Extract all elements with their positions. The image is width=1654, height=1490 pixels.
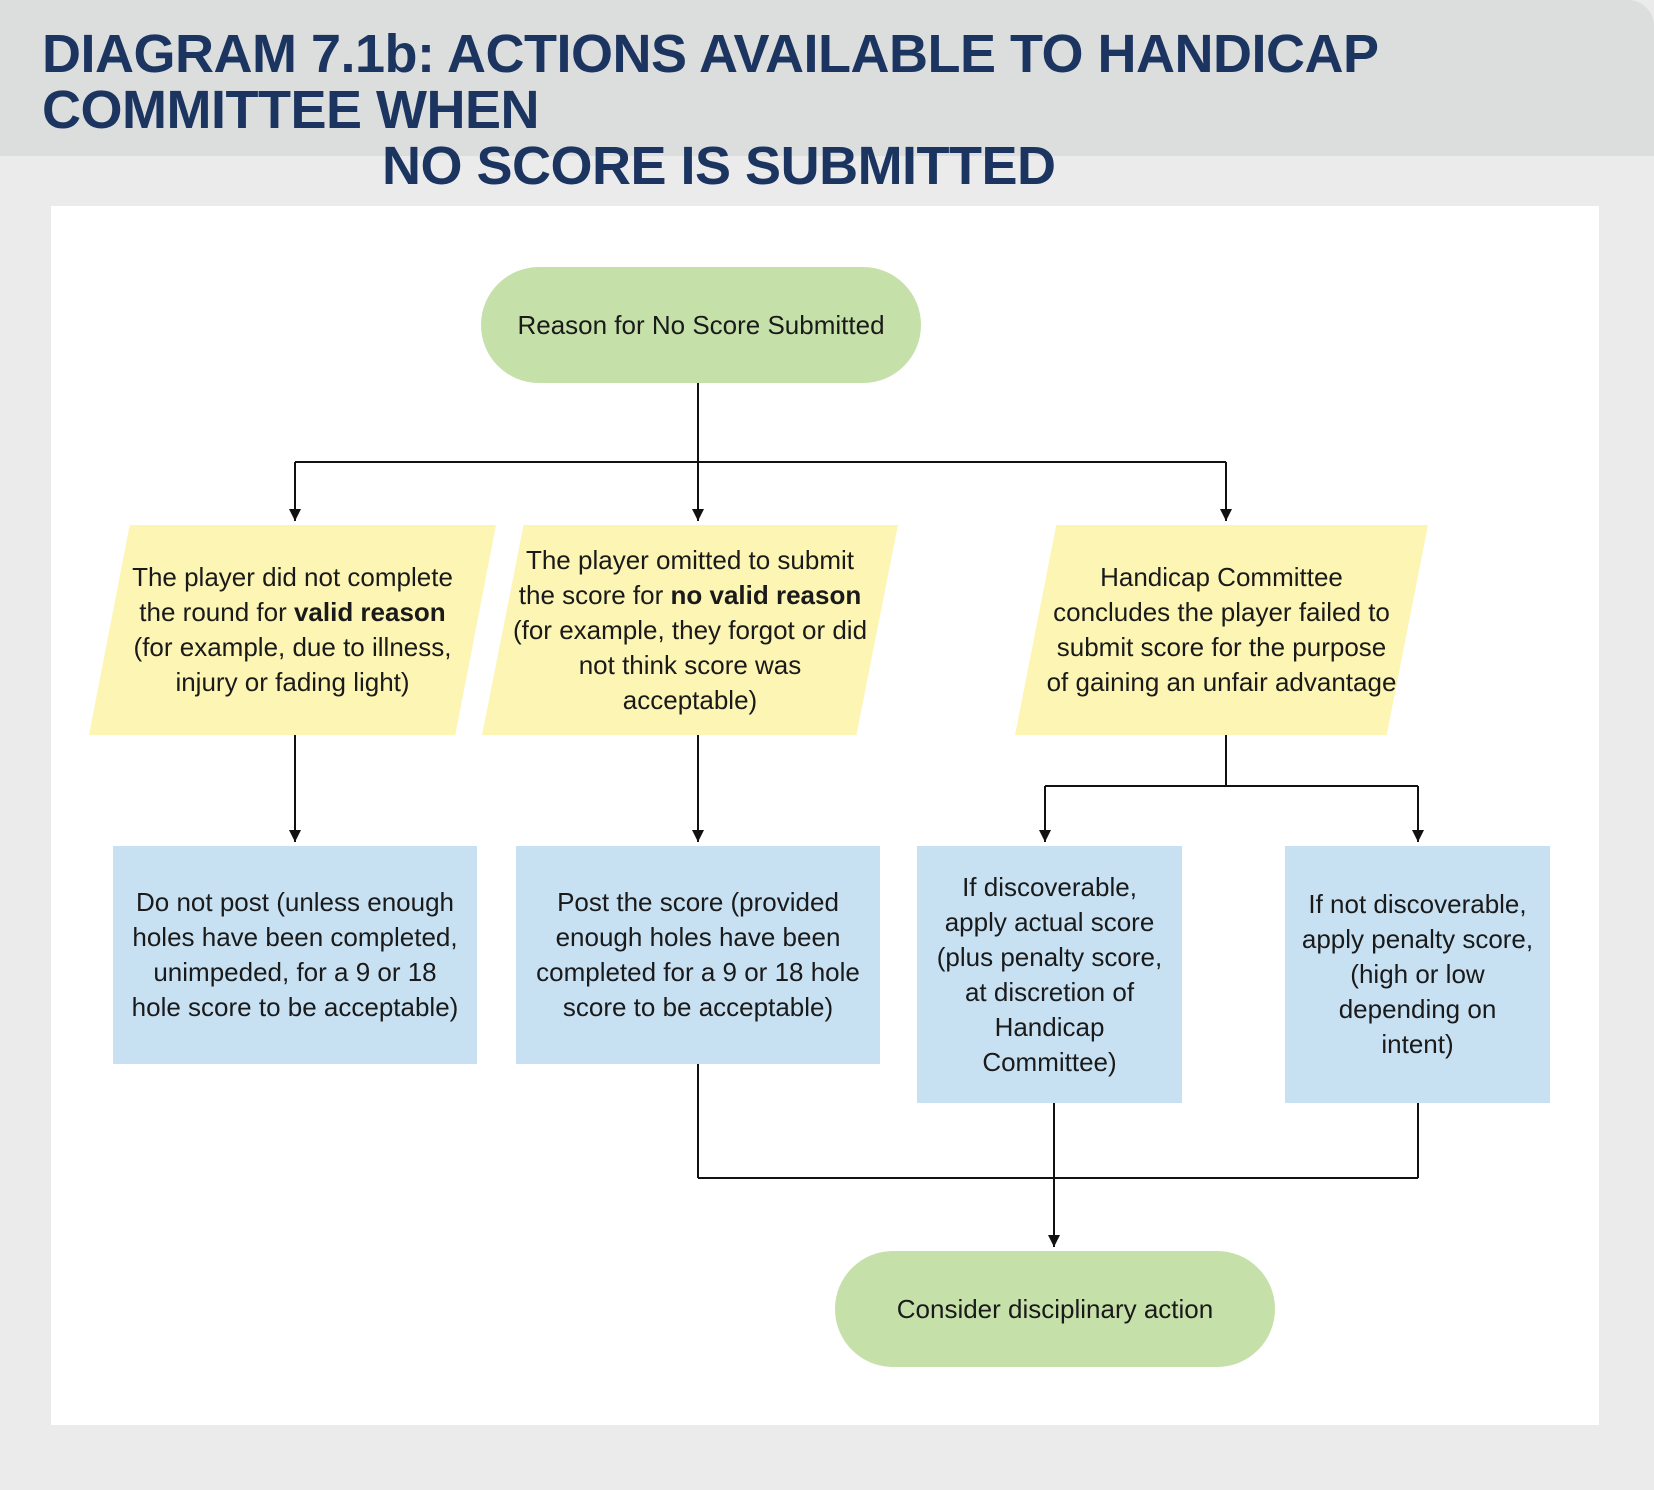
reason-valid-text-before: The player did not complete the round fo… bbox=[132, 562, 453, 627]
start-node: Reason for No Score Submitted bbox=[481, 267, 921, 383]
reason-valid-node: The player did not complete the round fo… bbox=[89, 525, 496, 735]
reason-no-valid-text-before: The player omitted to submit the score f… bbox=[518, 544, 855, 610]
decision-shape bbox=[1015, 525, 1428, 735]
title-bar: DIAGRAM 7.1b: ACTIONS AVAILABLE TO HANDI… bbox=[0, 0, 1654, 194]
action-discoverable: If discoverable, apply actual score (plu… bbox=[917, 846, 1182, 1103]
decision-shape bbox=[89, 525, 496, 735]
reason-no-valid-text: The player omitted to submit the score f… bbox=[482, 543, 898, 718]
reason-valid-text: The player did not complete the round fo… bbox=[89, 560, 496, 700]
reason-no-valid-node: The player omitted to submit the score f… bbox=[482, 525, 898, 735]
reason-no-valid-text-bold: no valid reason bbox=[670, 579, 862, 610]
title-line-2: NO SCORE IS SUBMITTED bbox=[382, 136, 1056, 196]
action-do-not-post-text: Do not post (unless enough holes have be… bbox=[131, 887, 459, 1022]
decision-shape bbox=[482, 525, 898, 735]
action-do-not-post: Do not post (unless enough holes have be… bbox=[113, 846, 477, 1064]
start-label: Reason for No Score Submitted bbox=[517, 309, 885, 340]
title-line-1: DIAGRAM 7.1b: ACTIONS AVAILABLE TO HANDI… bbox=[42, 24, 1378, 140]
action-not-discoverable-text: If not discoverable, apply penalty score… bbox=[1301, 889, 1534, 1059]
action-discoverable-text: If discoverable, apply actual score (plu… bbox=[936, 871, 1163, 1077]
diagram-title: DIAGRAM 7.1b: ACTIONS AVAILABLE TO HANDI… bbox=[42, 26, 1654, 194]
end-node: Consider disciplinary action bbox=[835, 1251, 1275, 1367]
reason-no-valid-text-after: (for example, they forgot or did not thi… bbox=[512, 614, 868, 715]
reason-valid-text-bold: valid reason bbox=[293, 597, 446, 627]
diagram-panel bbox=[51, 206, 1599, 1425]
action-post-score-text: Post the score (provided enough holes ha… bbox=[536, 887, 860, 1022]
reason-unfair-text: Handicap Committee concludes the player … bbox=[1046, 562, 1397, 697]
action-not-discoverable: If not discoverable, apply penalty score… bbox=[1285, 846, 1550, 1103]
action-post-score: Post the score (provided enough holes ha… bbox=[516, 846, 880, 1064]
reason-valid-text-after: (for example, due to illness, injury or … bbox=[133, 632, 452, 697]
reason-unfair-node: Handicap Committee concludes the player … bbox=[1015, 525, 1428, 735]
end-label: Consider disciplinary action bbox=[896, 1293, 1214, 1324]
